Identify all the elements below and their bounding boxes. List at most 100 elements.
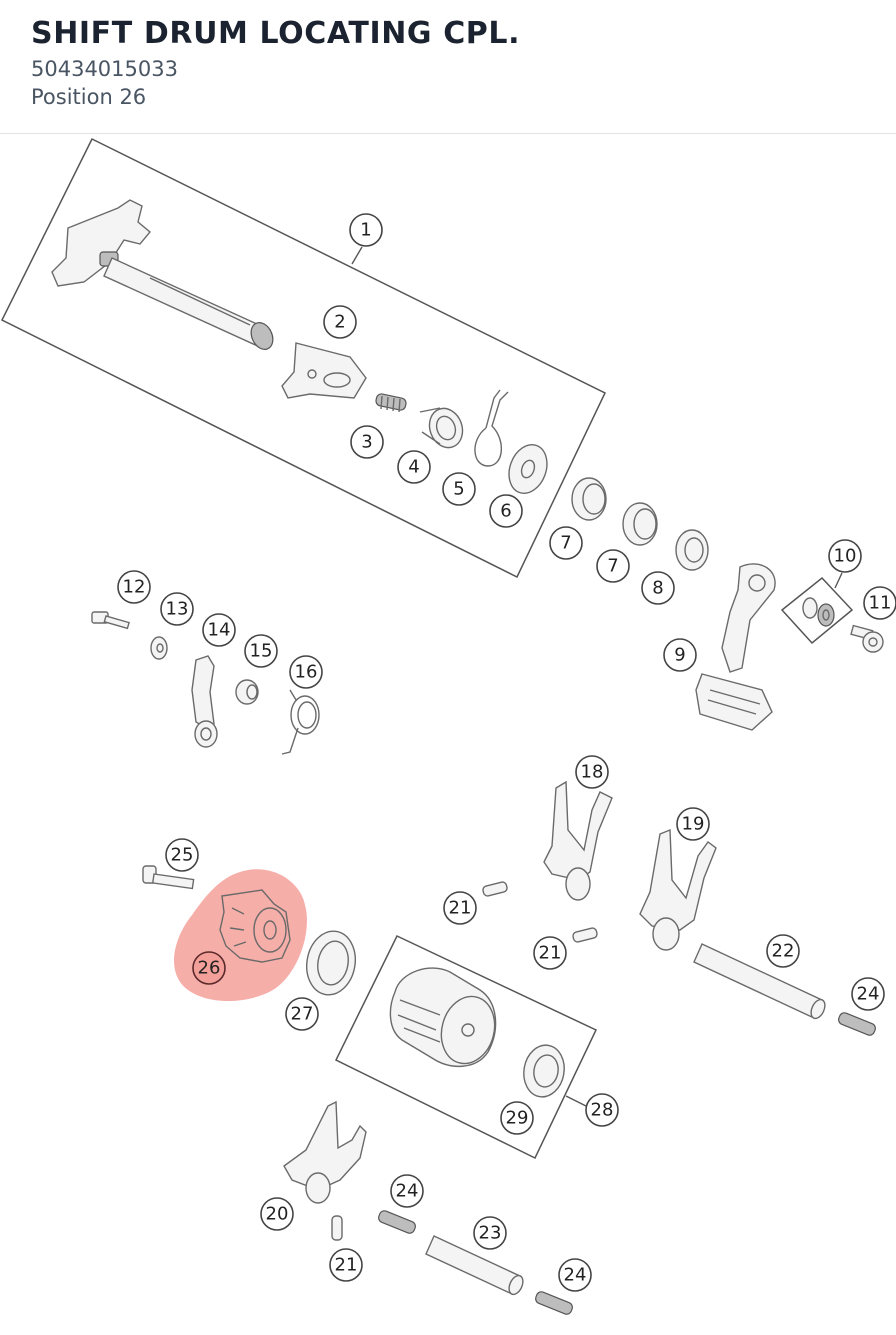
callout-21b[interactable]: 21 <box>533 936 567 970</box>
callout-7a[interactable]: 7 <box>549 526 583 560</box>
assembly-frame-28 <box>334 935 598 1160</box>
callout-22[interactable]: 22 <box>766 934 800 968</box>
bolt-part-11 <box>850 624 884 653</box>
spring-clip-part <box>474 389 509 467</box>
leader-line-1 <box>351 246 363 265</box>
svg-text:25: 25 <box>171 845 194 866</box>
spring-part-24c <box>535 1291 573 1315</box>
callout-24c[interactable]: 24 <box>558 1258 592 1292</box>
callout-15[interactable]: 15 <box>244 634 278 668</box>
callout-16[interactable]: 16 <box>289 655 323 689</box>
callout-9[interactable]: 9 <box>663 638 697 672</box>
callout-19[interactable]: 19 <box>676 807 710 841</box>
callout-8[interactable]: 8 <box>641 571 675 605</box>
svg-text:13: 13 <box>166 599 189 620</box>
svg-text:10: 10 <box>834 546 857 567</box>
callout-4[interactable]: 4 <box>397 450 431 484</box>
callout-24a[interactable]: 24 <box>851 977 885 1011</box>
pin-part-21c <box>331 1215 343 1241</box>
leader-line-10 <box>834 572 843 589</box>
svg-text:5: 5 <box>453 479 464 500</box>
svg-text:16: 16 <box>295 662 318 683</box>
bolt-part-12 <box>91 611 130 630</box>
svg-text:2: 2 <box>334 312 345 333</box>
callout-18[interactable]: 18 <box>575 755 609 789</box>
callout-10[interactable]: 10 <box>828 539 862 573</box>
callout-6[interactable]: 6 <box>489 494 523 528</box>
shift-drum-locating-part-26 <box>219 889 291 963</box>
svg-text:18: 18 <box>581 762 604 783</box>
shift-drum-part <box>389 967 497 1068</box>
svg-text:8: 8 <box>652 578 663 599</box>
bearing-part-29 <box>523 1044 565 1098</box>
shift-fork-part-20 <box>283 1100 367 1204</box>
svg-text:27: 27 <box>291 1004 314 1025</box>
bolt-part-25 <box>142 865 195 890</box>
callout-5[interactable]: 5 <box>442 472 476 506</box>
svg-text:7: 7 <box>607 556 618 577</box>
sleeve-part <box>419 407 464 449</box>
callout-7b[interactable]: 7 <box>596 549 630 583</box>
svg-text:14: 14 <box>208 620 231 641</box>
locking-lever-part-14 <box>191 655 218 748</box>
svg-text:23: 23 <box>479 1223 502 1244</box>
washer-part-6 <box>508 444 548 494</box>
callout-25[interactable]: 25 <box>165 838 199 872</box>
callout-14[interactable]: 14 <box>202 613 236 647</box>
callout-24b[interactable]: 24 <box>390 1174 424 1208</box>
callout-21a[interactable]: 21 <box>443 891 477 925</box>
svg-text:19: 19 <box>682 814 705 835</box>
pin-part-21a <box>482 881 508 897</box>
shift-fork-part-18 <box>543 780 613 901</box>
callout-2[interactable]: 2 <box>323 305 357 339</box>
svg-text:21: 21 <box>539 943 562 964</box>
torsion-spring-part-16 <box>281 689 320 755</box>
svg-text:6: 6 <box>500 501 511 522</box>
callout-29[interactable]: 29 <box>500 1101 534 1135</box>
callout-13[interactable]: 13 <box>160 592 194 626</box>
callout-20[interactable]: 20 <box>260 1197 294 1231</box>
svg-text:21: 21 <box>449 898 472 919</box>
bushing-part-7b <box>622 502 658 546</box>
svg-text:24: 24 <box>564 1265 587 1286</box>
svg-text:29: 29 <box>506 1108 529 1129</box>
small-spring-part <box>375 393 407 413</box>
svg-text:26: 26 <box>198 958 221 979</box>
spring-part-24a <box>838 1012 876 1036</box>
svg-text:24: 24 <box>857 984 880 1005</box>
callout-12[interactable]: 12 <box>117 570 151 604</box>
svg-text:4: 4 <box>408 457 419 478</box>
svg-text:20: 20 <box>266 1204 289 1225</box>
callout-1[interactable]: 1 <box>349 213 383 247</box>
callout-21c[interactable]: 21 <box>329 1248 363 1282</box>
svg-text:22: 22 <box>772 941 795 962</box>
svg-text:21: 21 <box>335 1255 358 1276</box>
washer-part-13 <box>150 636 168 660</box>
callout-23[interactable]: 23 <box>473 1216 507 1250</box>
callout-11[interactable]: 11 <box>863 586 896 620</box>
svg-text:24: 24 <box>396 1181 419 1202</box>
leader-line-28 <box>565 1095 587 1107</box>
highlighted-part-area <box>174 869 307 1002</box>
seal-ring-part-8 <box>675 529 709 571</box>
pin-part-21b <box>572 927 598 943</box>
locking-plate-part <box>281 342 367 399</box>
svg-text:12: 12 <box>123 577 146 598</box>
washer-set-part-10 <box>802 597 835 627</box>
svg-text:7: 7 <box>560 533 571 554</box>
svg-text:3: 3 <box>361 432 372 453</box>
callout-26[interactable]: 26 <box>192 951 226 985</box>
rod-part-23 <box>425 1235 524 1296</box>
page-title: SHIFT DRUM LOCATING CPL. <box>31 16 521 51</box>
svg-text:9: 9 <box>674 645 685 666</box>
assembly-frame-1 <box>0 137 606 579</box>
position-label: Position 26 <box>31 85 147 109</box>
shift-shaft-part <box>51 199 274 350</box>
svg-text:28: 28 <box>591 1100 614 1121</box>
svg-text:1: 1 <box>360 220 371 241</box>
svg-text:15: 15 <box>250 641 273 662</box>
callout-28[interactable]: 28 <box>585 1093 619 1127</box>
callout-27[interactable]: 27 <box>285 997 319 1031</box>
shift-lever-part <box>695 563 776 731</box>
callout-3[interactable]: 3 <box>350 425 384 459</box>
